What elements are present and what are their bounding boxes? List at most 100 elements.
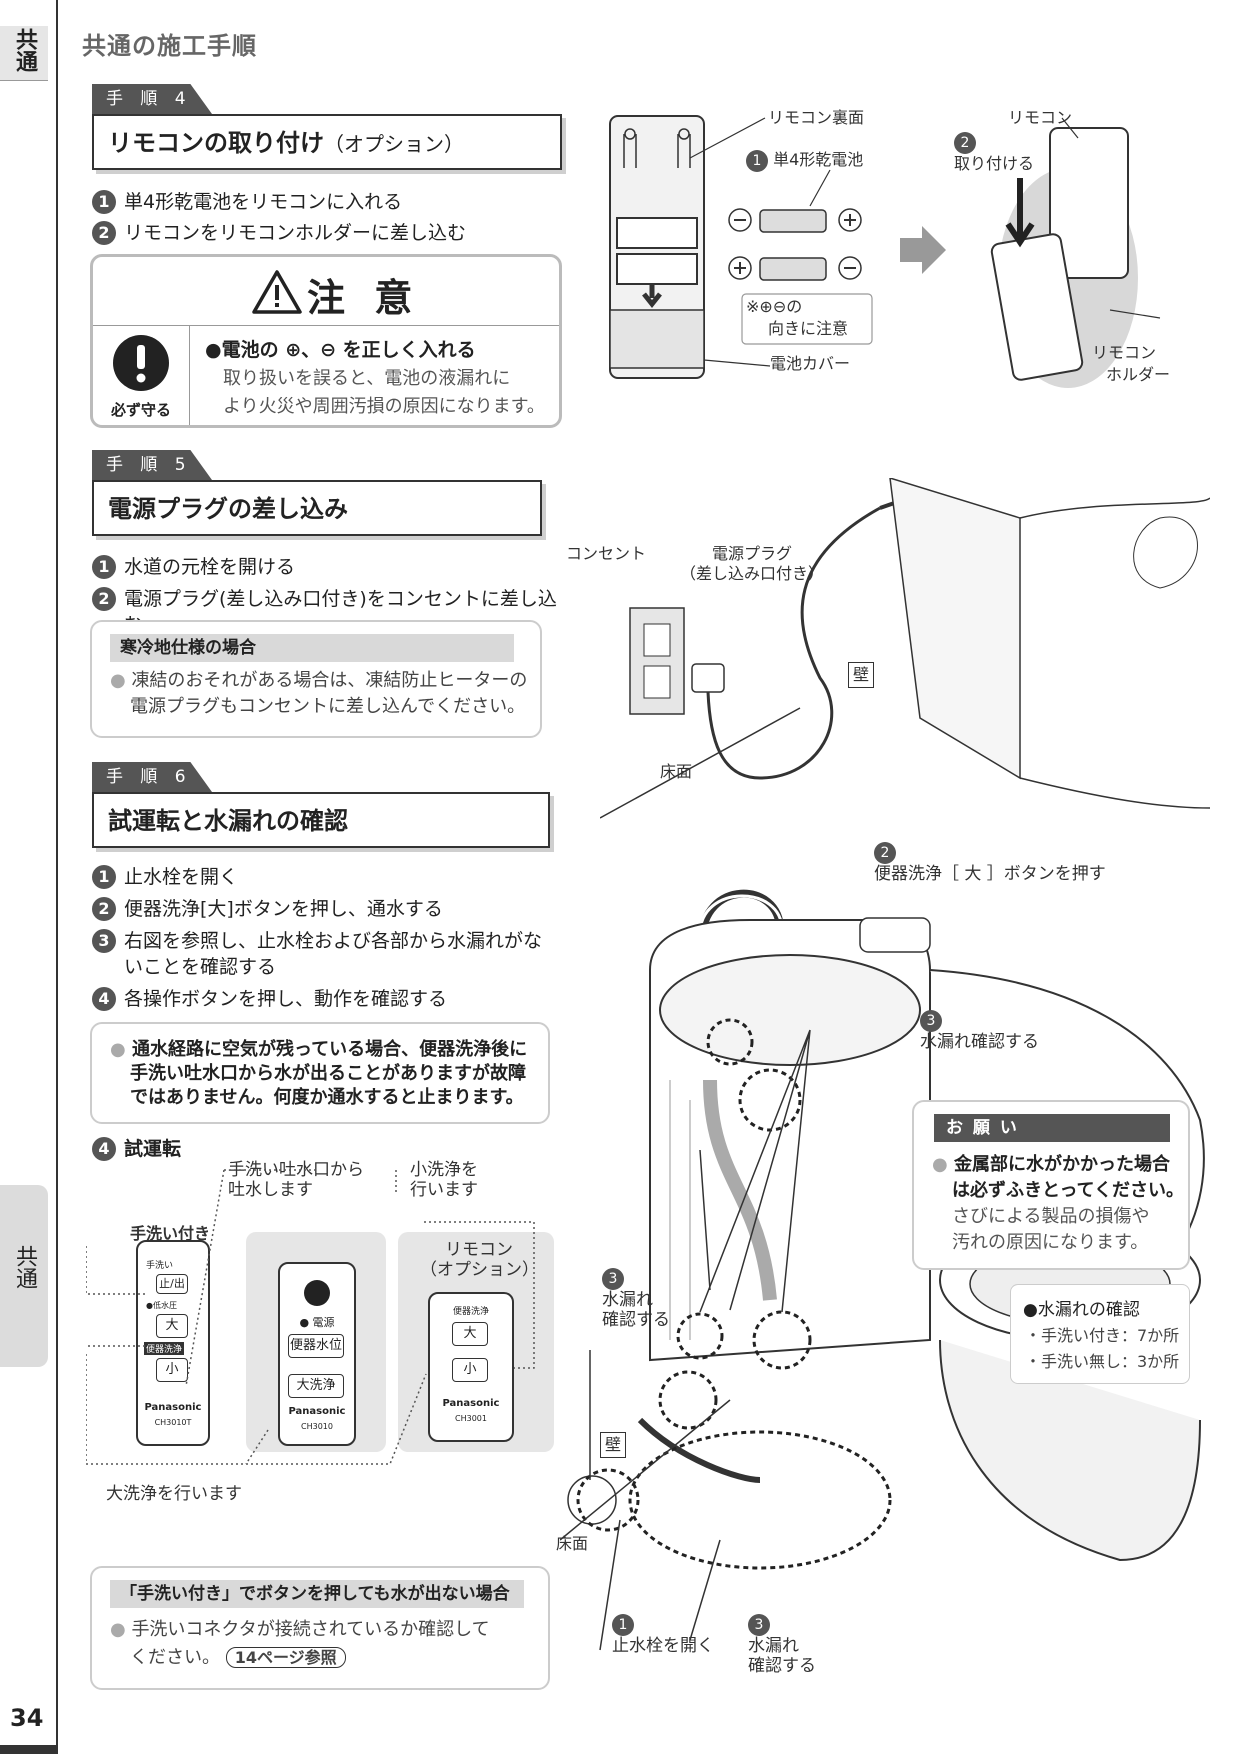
- holder-label: リモコン ホルダー: [1092, 342, 1170, 386]
- leak-count-box: ●水漏れの確認 ・手洗い付き：7か所 ・手洗い無し：3か所: [1010, 1284, 1190, 1384]
- step6-item-3-text-cont: いことを確認する: [124, 956, 277, 978]
- num-badge: 1: [92, 865, 116, 889]
- remote-b-big-flush-button[interactable]: 大洗浄: [288, 1374, 344, 1398]
- trial-leader-lines: [86, 1169, 535, 1465]
- step6-item-1-text: 止水栓を開く: [124, 866, 239, 888]
- header-title: 共通の施工手順: [82, 32, 257, 60]
- caution-text: 取り扱いを誤ると、電池の液漏れに より火災や周囲汚損の原因になります。: [223, 365, 545, 421]
- remote-a-label-1: 手洗い: [146, 1261, 174, 1271]
- request-bold-2: は必ずふきとってください。: [952, 1180, 1185, 1201]
- polarity-note-1: ※⊕⊖の: [746, 297, 803, 316]
- page-ref-link[interactable]: 14ページ参照: [225, 1647, 346, 1668]
- step6-item-2-text: 便器洗浄[大]ボタンを押し、通水する: [124, 898, 443, 920]
- leak-check-label-b-1: 水漏れ: [602, 1290, 653, 1310]
- remote-c-big-flush-button[interactable]: 大: [452, 1322, 488, 1346]
- air-note-box: ● 通水経路に空気が残っている場合、便器洗浄後に 手洗い吐水口から水が出ることが…: [90, 1022, 550, 1124]
- side-tab-top-label: 共通: [12, 28, 37, 72]
- request-box: お 願 い ● 金属部に水がかかった場合 は必ずふきとってください。 さびによる…: [912, 1100, 1190, 1270]
- air-note-text-1-value: 通水経路に空気が残っている場合、便器洗浄後に: [131, 1039, 528, 1060]
- remote-c: 便器洗浄 大 小 Panasonic CH3001: [428, 1292, 514, 1442]
- holder-label-2: ホルダー: [1106, 365, 1171, 384]
- request-text-2: 汚れの原因になります。: [952, 1232, 1149, 1253]
- leak-check-label-a-text: 水漏れ確認する: [920, 1032, 1039, 1052]
- cold-region-text-1-value: 凍結のおそれがある場合は、凍結防止ヒーターの: [131, 670, 528, 691]
- power-plug-figure: [600, 478, 1210, 819]
- trial-label-2a: 小洗浄を: [410, 1160, 478, 1180]
- battery-cover-label: 電池カバー: [770, 354, 851, 373]
- step4-item-2-text: リモコンをリモコンホルダーに差し込む: [124, 222, 467, 244]
- handwash-note-text-1: ● 手洗いコネクタが接続されているか確認して: [110, 1619, 490, 1640]
- num-badge: 3: [92, 929, 116, 953]
- remote-a-model: CH3010T: [154, 1418, 192, 1427]
- page-number: 34: [10, 1704, 44, 1732]
- handwash-note-title: 「手洗い付き」でボタンを押しても水が出ない場合: [110, 1580, 524, 1608]
- remote-b-power-label: ● 電源: [299, 1316, 335, 1329]
- leak-count-1: ・手洗い付き：7か所: [1025, 1326, 1180, 1345]
- remote-b: ● 電源 便器水位 大洗浄 Panasonic CH3010: [278, 1262, 356, 1446]
- step6-item-3: 3 右図を参照し、止水栓および各部から水漏れがないことを確認する: [92, 928, 562, 980]
- cold-region-text-1: ● 凍結のおそれがある場合は、凍結防止ヒーターの: [110, 670, 528, 691]
- hand-wash-button[interactable]: 止/出: [156, 1274, 188, 1294]
- step6-tab: 手 順 6: [92, 762, 212, 792]
- num-badge: 1: [92, 190, 116, 214]
- step4-tab: 手 順 4: [92, 84, 212, 114]
- num-badge: 4: [92, 987, 116, 1011]
- remote-c-title: リモコン（オプション）: [420, 1240, 539, 1280]
- step5-item-1-text: 水道の元栓を開ける: [124, 556, 296, 578]
- num-badge: 4: [92, 1137, 116, 1161]
- side-tab-middle-label: 共通: [12, 1245, 37, 1289]
- num-badge: 2: [92, 587, 116, 611]
- power-button[interactable]: [304, 1280, 330, 1306]
- handwash-note-text-1-value: 手洗いコネクタが接続されているか確認して: [131, 1619, 490, 1640]
- remote-b-model: CH3010: [301, 1422, 333, 1431]
- remote-a-small-flush-button[interactable]: 小: [156, 1358, 188, 1382]
- cold-region-title: 寒冷地仕様の場合: [110, 634, 514, 662]
- trial-label-2: 小洗浄を行います: [410, 1160, 478, 1200]
- num-badge: 2: [874, 842, 896, 864]
- floor-label-5: 床面: [660, 762, 693, 781]
- air-note-text: ● 通水経路に空気が残っている場合、便器洗浄後に 手洗い吐水口から水が出ることが…: [110, 1038, 527, 1110]
- caution-box: 注 意 必ず守る ●電池の ⊕、⊖ を正しく入れる 取り扱いを誤ると、電池の液漏…: [90, 254, 562, 428]
- leak-check-label-b-2: 確認する: [602, 1310, 670, 1330]
- flush-big-label-text: 便器洗浄［ 大 ］ボタンを押す: [874, 864, 1106, 884]
- step5-item-1: 1 水道の元栓を開ける: [92, 554, 552, 580]
- plug-label-1: 電源プラグ: [712, 544, 793, 563]
- num-badge: 2: [954, 132, 976, 154]
- request-bold-1: ● 金属部に水がかかった場合: [932, 1154, 1170, 1175]
- outlet-label: コンセント: [566, 544, 647, 563]
- num-badge: 3: [748, 1614, 770, 1636]
- floor-label-6: 床面: [556, 1534, 589, 1553]
- leak-count-title: ●水漏れの確認: [1023, 1300, 1140, 1320]
- warning-triangle-icon: [252, 270, 302, 314]
- mandatory-label: 必ず守る: [110, 401, 171, 419]
- step5-tab: 手 順 5: [92, 450, 212, 480]
- air-note-text-2: 手洗い吐水口から水が出ることがありますが故障: [130, 1063, 526, 1084]
- holder-label-1: リモコン: [1092, 343, 1157, 362]
- handwash-note-text: ● 手洗いコネクタが接続されているか確認して ください。 14ページ参照: [110, 1616, 490, 1672]
- air-note-text-3: ではありません。何度か通水すると止まります。: [130, 1087, 524, 1108]
- caution-point: ●電池の ⊕、⊖ を正しく入れる: [205, 339, 476, 361]
- step4-title-note: （オプション）: [324, 132, 464, 156]
- remote-back-label: リモコン裏面: [768, 108, 865, 127]
- plug-label-2: （差し込み口付き）: [680, 564, 825, 583]
- leak-check-label-c-2: 確認する: [748, 1656, 816, 1676]
- remote-a-big-flush-button[interactable]: 大: [156, 1314, 188, 1338]
- caution-text-1: 取り扱いを誤ると、電池の液漏れに: [223, 368, 511, 389]
- remote-a: 手洗い 止/出 ●低水圧 大 便器洗浄 小 Panasonic CH3010T: [136, 1240, 210, 1446]
- bowl-level-button[interactable]: 便器水位: [288, 1334, 344, 1358]
- cold-region-text: ● 凍結のおそれがある場合は、凍結防止ヒーターの 電源プラグもコンセントに差し込…: [110, 668, 527, 720]
- remote-label: リモコン: [1008, 108, 1073, 127]
- handwash-note-text-2-value: ください。: [130, 1647, 220, 1668]
- remote-c-small-flush-button[interactable]: 小: [452, 1358, 488, 1382]
- step4-title-text: リモコンの取り付け: [108, 129, 324, 157]
- num-badge: 1: [92, 555, 116, 579]
- step6-item-3-text: 右図を参照し、止水栓および各部から水漏れがな: [124, 930, 543, 952]
- handwash-note-text-2: ください。 14ページ参照: [110, 1644, 490, 1672]
